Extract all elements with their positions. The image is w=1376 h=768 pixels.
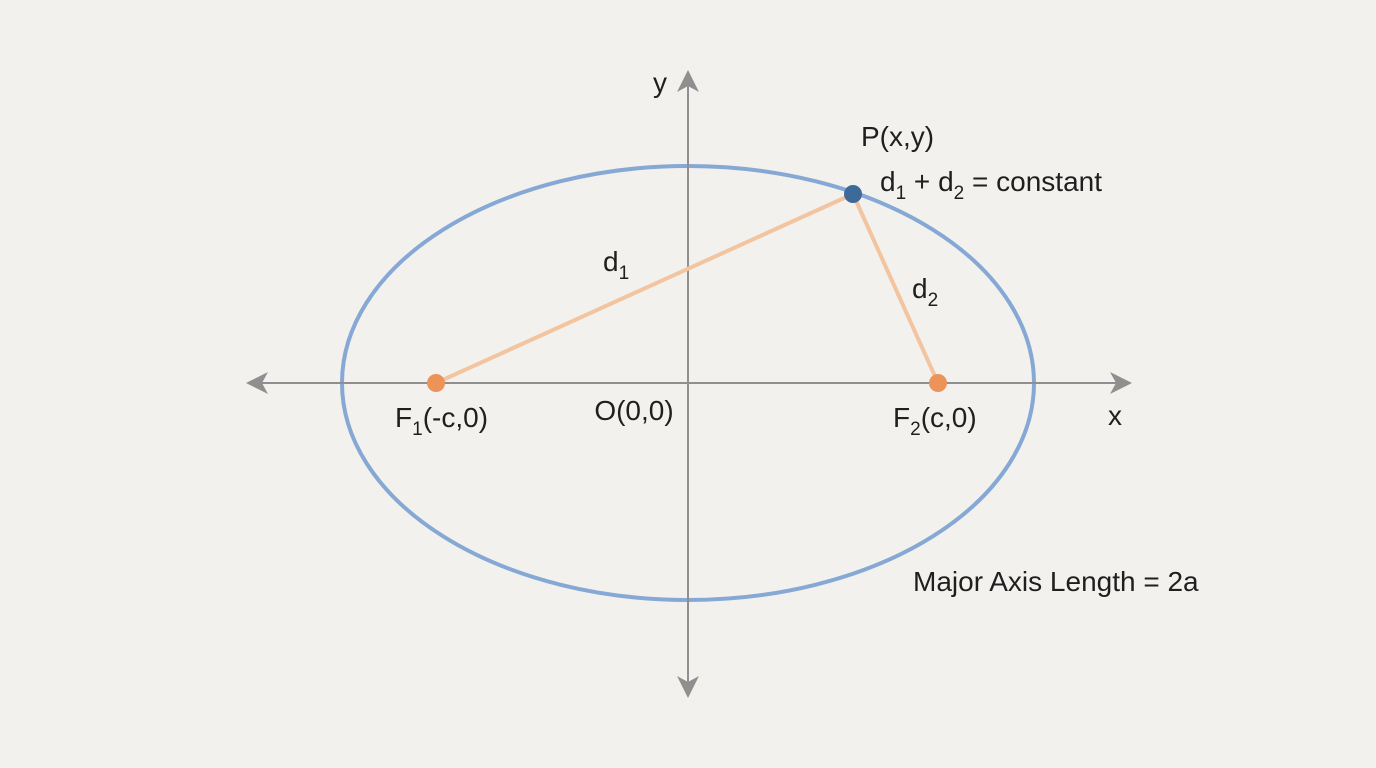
x-axis-left-arrow: [246, 372, 268, 394]
x-axis-label: x: [1108, 400, 1122, 431]
moving-point-p: [844, 185, 862, 203]
y-axis-up-arrow: [677, 70, 699, 92]
focus2-point: [929, 374, 947, 392]
origin-label: O(0,0): [594, 395, 673, 426]
d2-label: d2: [912, 273, 938, 311]
d1-segment: [435, 192, 854, 385]
x-axis-right-arrow: [1110, 372, 1132, 394]
sum-equation: d1 + d2 = constant: [880, 166, 1102, 204]
major-axis-length-label: Major Axis Length = 2a: [913, 566, 1199, 597]
d1-label: d1: [603, 246, 629, 284]
d2-segment: [851, 193, 940, 384]
y-axis: [677, 70, 699, 698]
y-axis-label: y: [653, 67, 667, 98]
focus1-label: F1(-c,0): [395, 402, 488, 440]
point-p-label: P(x,y): [861, 121, 934, 152]
focus2-label: F2(c,0): [893, 402, 977, 440]
y-axis-down-arrow: [677, 676, 699, 698]
focus1-point: [427, 374, 445, 392]
